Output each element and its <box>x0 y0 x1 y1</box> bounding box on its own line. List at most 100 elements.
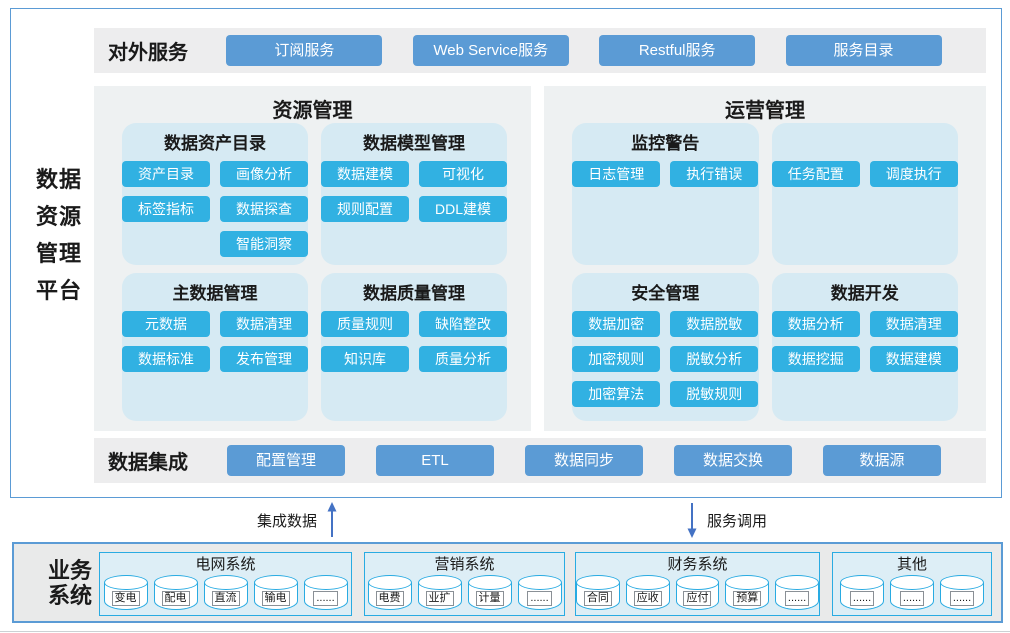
feature-button[interactable]: 执行错误 <box>670 161 759 187</box>
feature-button[interactable]: 日志管理 <box>572 161 661 187</box>
module-task-scheduling: 任务配置调度执行 <box>771 123 959 265</box>
feature-button[interactable]: 发布管理 <box>220 346 308 372</box>
business-systems-label-line: 系统 <box>48 583 93 608</box>
feature-button[interactable]: 加密规则 <box>572 346 661 372</box>
database-icon: 直流 <box>203 575 248 610</box>
business-group-finance: 财务系统 合同应收应付预算...... <box>575 552 820 616</box>
database-icon: 合同 <box>576 575 620 610</box>
module-data-development: 数据开发 数据分析数据清理数据挖掘数据建模 <box>771 273 959 421</box>
feature-button[interactable]: 加密算法 <box>572 381 661 407</box>
service-button[interactable]: Web Service服务 <box>412 35 569 66</box>
system-item-label: 直流 <box>211 590 240 606</box>
flow-up-label: 集成数据 <box>257 512 318 530</box>
platform-title-line: 数据 <box>35 167 82 192</box>
database-icon: ...... <box>940 575 984 610</box>
feature-button[interactable]: 脱敏分析 <box>670 346 759 372</box>
system-item-label: ...... <box>949 590 975 606</box>
system-item-label: ...... <box>849 590 875 606</box>
database-icon: ...... <box>517 575 562 610</box>
system-item-label: ...... <box>313 590 338 606</box>
database-icon: ...... <box>840 575 884 610</box>
feature-button[interactable]: 知识库 <box>321 346 409 372</box>
platform-title: 数据 资源 管理 平台 <box>27 161 91 309</box>
external-services-buttons: 订阅服务 Web Service服务 Restful服务服务目录 <box>196 35 972 66</box>
feature-button[interactable]: 数据挖掘 <box>771 346 860 372</box>
database-icon: ...... <box>775 575 819 610</box>
service-button[interactable]: 配置管理 <box>227 445 345 476</box>
feature-button[interactable]: 数据脱敏 <box>670 311 759 337</box>
resource-management-modules: 数据资产目录 资产目录画像分析标签指标数据探查智能洞察 数据模型管理 数据建模可… <box>94 123 531 421</box>
database-icon: 预算 <box>725 575 770 610</box>
database-icon: 配电 <box>153 575 198 610</box>
service-button[interactable]: 数据源 <box>823 445 941 476</box>
module-title: 安全管理 <box>631 284 700 303</box>
feature-button[interactable]: 缺陷整改 <box>419 311 507 337</box>
database-icon: ...... <box>303 575 348 610</box>
database-icon: 业扩 <box>417 575 462 610</box>
flow-down-label: 服务调用 <box>707 512 768 530</box>
feature-button[interactable]: 画像分析 <box>220 161 308 187</box>
database-icon: 输电 <box>253 575 298 610</box>
module-data-quality-management: 数据质量管理 质量规则缺陷整改知识库质量分析 <box>321 273 507 421</box>
feature-button[interactable]: 规则配置 <box>321 196 409 222</box>
platform-title-line: 管理 <box>35 241 82 266</box>
operation-management-title: 运营管理 <box>725 100 805 122</box>
feature-button[interactable]: 脱敏规则 <box>670 381 759 407</box>
flow-integrate-data: 集成数据 <box>257 501 338 539</box>
database-icon: 应收 <box>625 575 670 610</box>
chips-grid: 资产目录画像分析标签指标数据探查智能洞察 <box>122 161 308 257</box>
database-icon: 变电 <box>103 575 148 610</box>
feature-button[interactable]: 任务配置 <box>771 161 860 187</box>
chips-grid: 数据分析数据清理数据挖掘数据建模 <box>771 311 959 372</box>
page-bottom-edge <box>0 631 1010 632</box>
feature-button[interactable]: 数据探查 <box>220 196 308 222</box>
feature-button[interactable]: 标签指标 <box>122 196 210 222</box>
service-button[interactable]: 订阅服务 <box>226 35 383 66</box>
system-item-label: 合同 <box>583 590 612 606</box>
chips-grid: 数据建模可视化规则配置 DDL建模 <box>321 161 507 222</box>
feature-button[interactable]: 数据分析 <box>771 311 860 337</box>
service-button[interactable]: 服务目录 <box>785 35 942 66</box>
service-button[interactable]: Restful服务 <box>599 35 756 66</box>
system-item-label: 应付 <box>683 590 712 606</box>
feature-button[interactable]: 数据加密 <box>572 311 661 337</box>
module-security-management: 安全管理 数据加密数据脱敏加密规则脱敏分析加密算法脱敏规则 <box>572 273 759 421</box>
module-title: 数据质量管理 <box>363 284 465 303</box>
system-item-label: 业扩 <box>425 590 454 606</box>
feature-button[interactable]: 智能洞察 <box>220 231 308 257</box>
database-icon: ...... <box>890 575 934 610</box>
system-item-label: 预算 <box>733 590 762 606</box>
feature-button[interactable]: 数据建模 <box>321 161 409 187</box>
feature-button[interactable]: 质量分析 <box>419 346 507 372</box>
service-button[interactable]: ETL <box>376 445 494 476</box>
feature-button[interactable]: 资产目录 <box>122 161 210 187</box>
module-title: 数据开发 <box>830 284 899 303</box>
module-title: 数据资产目录 <box>164 134 266 153</box>
resource-management-title: 资源管理 <box>272 100 353 122</box>
service-button[interactable]: 数据同步 <box>525 445 643 476</box>
feature-button[interactable]: 数据清理 <box>869 311 958 337</box>
feature-button[interactable]: DDL建模 <box>419 196 507 222</box>
feature-button[interactable]: 可视化 <box>419 161 507 187</box>
resource-management-panel: 资源管理 数据资产目录 资产目录画像分析标签指标数据探查智能洞察 数据模型管理 … <box>94 86 531 431</box>
system-item-label: 变电 <box>111 590 140 606</box>
module-title <box>772 131 959 161</box>
database-icon: 计量 <box>467 575 512 610</box>
feature-button[interactable]: 调度执行 <box>869 161 958 187</box>
system-item-label: ...... <box>784 590 810 606</box>
feature-button[interactable]: 数据清理 <box>220 311 308 337</box>
module-master-data-management: 主数据管理 元数据数据清理数据标准发布管理 <box>122 273 308 421</box>
service-button[interactable]: 数据交换 <box>674 445 792 476</box>
business-systems-panel: 业务 系统 电网系统 变电配电直流输电...... 营销系统 电费业扩计量...… <box>12 542 1003 623</box>
module-monitor-alert: 监控警告 日志管理执行错误 <box>572 123 759 265</box>
feature-button[interactable]: 质量规则 <box>321 311 409 337</box>
feature-button[interactable]: 元数据 <box>122 311 210 337</box>
feature-button[interactable]: 数据标准 <box>122 346 210 372</box>
cylinders-row: 电费业扩计量...... <box>365 575 564 610</box>
feature-button[interactable]: 数据建模 <box>869 346 958 372</box>
business-group-power-grid: 电网系统 变电配电直流输电...... <box>99 552 352 616</box>
